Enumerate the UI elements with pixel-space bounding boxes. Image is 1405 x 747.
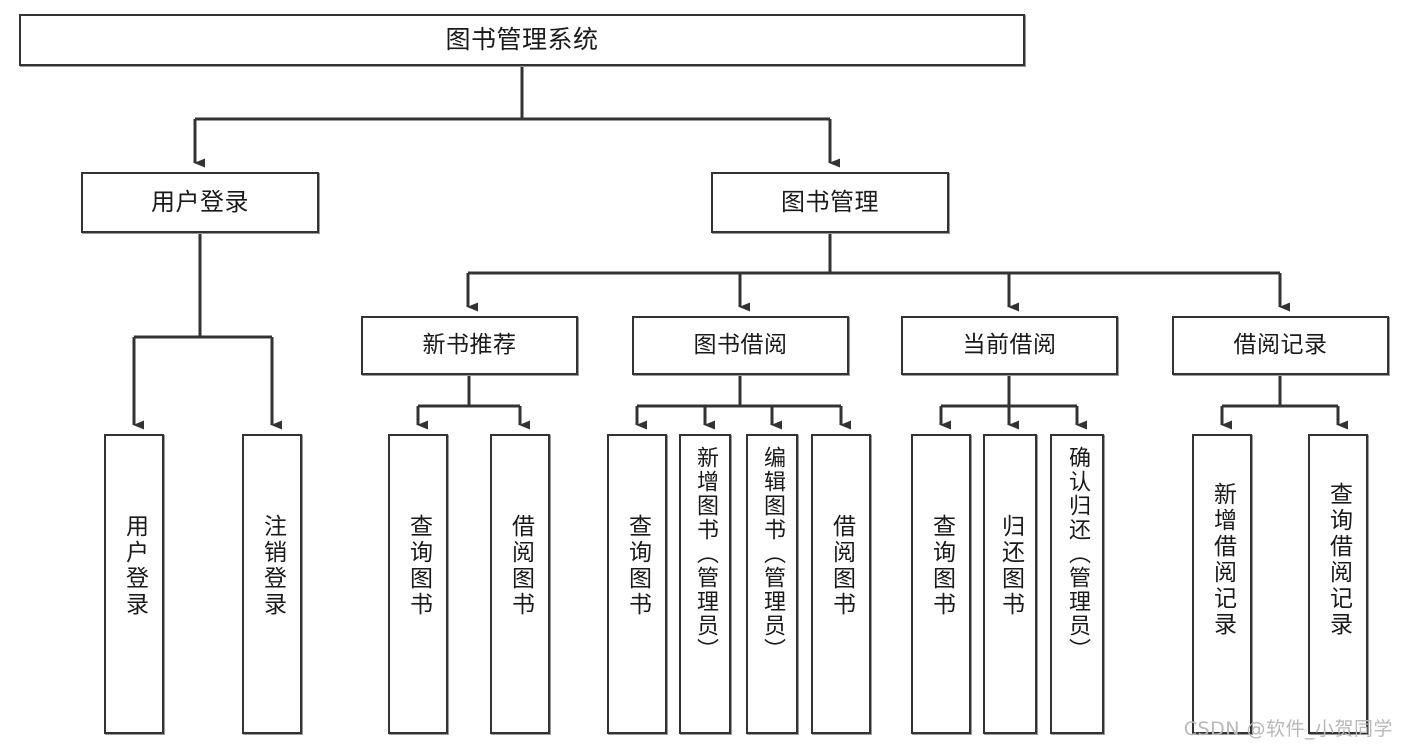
node-book-borrow[interactable]: 图书借阅 xyxy=(632,316,849,375)
node-leaf-logout[interactable]: 注销登录 xyxy=(242,434,302,734)
node-leaf-edit-book-label: 编辑图书（管理员） xyxy=(760,446,785,662)
node-leaf-query-book-1[interactable]: 查询图书 xyxy=(388,434,448,734)
node-leaf-add-record-label: 新增借阅记录 xyxy=(1209,482,1236,638)
node-leaf-borrow-book-1[interactable]: 借阅图书 xyxy=(490,434,550,734)
node-leaf-logout-label: 注销登录 xyxy=(259,514,286,618)
node-leaf-add-book[interactable]: 新增图书（管理员） xyxy=(679,434,731,734)
node-leaf-return-book-label: 归还图书 xyxy=(997,514,1024,618)
node-leaf-query-book-2[interactable]: 查询图书 xyxy=(607,434,667,734)
node-leaf-borrow-book-1-label: 借阅图书 xyxy=(507,514,534,618)
watermark-text: CSDN @软件_小贺同学 xyxy=(1183,718,1393,740)
node-book-management[interactable]: 图书管理 xyxy=(711,172,949,233)
node-leaf-query-book-3[interactable]: 查询图书 xyxy=(911,434,971,734)
node-current-borrow[interactable]: 当前借阅 xyxy=(901,316,1118,375)
node-leaf-confirm-return[interactable]: 确认归还（管理员） xyxy=(1050,434,1104,734)
node-leaf-edit-book[interactable]: 编辑图书（管理员） xyxy=(746,434,798,734)
node-leaf-query-book-3-label: 查询图书 xyxy=(928,514,955,618)
node-leaf-user-login[interactable]: 用户登录 xyxy=(104,434,164,734)
node-leaf-query-book-1-label: 查询图书 xyxy=(405,514,432,618)
node-leaf-user-login-label: 用户登录 xyxy=(121,514,148,618)
node-current-borrow-label: 当前借阅 xyxy=(962,332,1057,359)
node-user-login[interactable]: 用户登录 xyxy=(81,172,319,233)
node-leaf-return-book[interactable]: 归还图书 xyxy=(983,434,1037,734)
node-borrow-record-label: 借阅记录 xyxy=(1233,332,1328,359)
node-new-book-recommend[interactable]: 新书推荐 xyxy=(361,316,578,375)
node-leaf-query-record[interactable]: 查询借阅记录 xyxy=(1308,434,1368,734)
node-leaf-query-book-2-label: 查询图书 xyxy=(624,514,651,618)
node-book-management-label: 图书管理 xyxy=(781,187,879,216)
node-root-label: 图书管理系统 xyxy=(445,24,599,54)
node-new-book-recommend-label: 新书推荐 xyxy=(422,332,517,359)
node-root[interactable]: 图书管理系统 xyxy=(19,14,1025,66)
node-leaf-add-record[interactable]: 新增借阅记录 xyxy=(1192,434,1252,734)
node-leaf-query-record-label: 查询借阅记录 xyxy=(1325,482,1352,638)
node-book-borrow-label: 图书借阅 xyxy=(693,332,788,359)
node-leaf-add-book-label: 新增图书（管理员） xyxy=(693,446,718,662)
node-leaf-borrow-book-2[interactable]: 借阅图书 xyxy=(811,434,871,734)
node-leaf-borrow-book-2-label: 借阅图书 xyxy=(828,514,855,618)
node-leaf-confirm-return-label: 确认归还（管理员） xyxy=(1065,446,1090,662)
node-user-login-label: 用户登录 xyxy=(151,187,249,216)
node-borrow-record[interactable]: 借阅记录 xyxy=(1172,316,1389,375)
